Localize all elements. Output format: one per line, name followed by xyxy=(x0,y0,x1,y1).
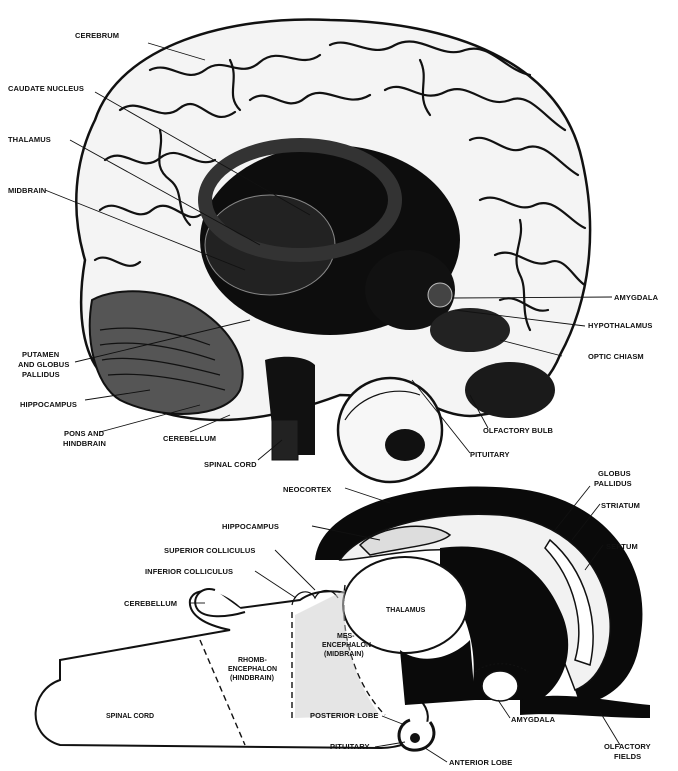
label-spinal-cord-lower: SPINAL CORD xyxy=(106,713,154,720)
amygdala-blob xyxy=(428,283,452,307)
spinal-cord-stub xyxy=(272,420,298,460)
label-rhombencephalon-2: ENCEPHALON xyxy=(228,666,277,673)
label-inferior-colliculus: INFERIOR COLLICULUS xyxy=(145,567,233,576)
label-midbrain: MIDBRAIN xyxy=(8,186,46,195)
optic-chiasm-blob xyxy=(430,308,510,352)
label-mesencephalon-2: ENCEPHALON xyxy=(322,642,371,649)
label-putamen-1: PUTAMEN xyxy=(22,350,59,359)
label-olfactory-fields-2: FIELDS xyxy=(614,752,641,761)
label-thalamus-upper: THALAMUS xyxy=(8,135,51,144)
upper-brain-illustration xyxy=(76,19,590,482)
label-pons-2: HINDBRAIN xyxy=(63,439,106,448)
label-amygdala-upper: AMYGDALA xyxy=(614,293,659,302)
label-putamen-2: AND GLOBUS xyxy=(18,360,69,369)
label-pituitary-lower: PITUITARY xyxy=(330,742,370,751)
amygdala-lower xyxy=(482,671,518,701)
label-optic-chiasm: OPTIC CHIASM xyxy=(588,352,644,361)
label-cerebellum-upper: CEREBELLUM xyxy=(163,434,216,443)
thalamus-oval xyxy=(343,557,467,653)
label-rhombencephalon-1: RHOMB- xyxy=(238,657,267,664)
label-olfactory-fields-1: OLFACTORY xyxy=(604,742,651,751)
label-pituitary-upper: PITUITARY xyxy=(470,450,510,459)
label-caudate-nucleus: CAUDATE NUCLEUS xyxy=(8,84,84,93)
label-pons-1: PONS AND xyxy=(64,429,105,438)
label-anterior-lobe: ANTERIOR LOBE xyxy=(449,758,512,767)
label-spinal-cord-upper: SPINAL CORD xyxy=(204,460,257,469)
label-mesencephalon-3: (MIDBRAIN) xyxy=(324,651,364,658)
label-superior-colliculus: SUPERIOR COLLICULUS xyxy=(164,546,256,555)
label-posterior-lobe: POSTERIOR LOBE xyxy=(310,711,379,720)
label-globus-pallidus-1: GLOBUS xyxy=(598,469,631,478)
olfactory-bulb-blob xyxy=(465,362,555,418)
label-amygdala-lower: AMYGDALA xyxy=(511,715,556,724)
label-striatum: STRIATUM xyxy=(601,501,640,510)
eyeball xyxy=(338,378,442,482)
label-neocortex: NEOCORTEX xyxy=(283,485,331,494)
thalamus-blob xyxy=(205,195,335,295)
label-septum: SEPTUM xyxy=(606,542,638,551)
label-cerebrum: CEREBRUM xyxy=(75,31,119,40)
label-hypothalamus: HYPOTHALAMUS xyxy=(588,321,653,330)
label-globus-pallidus-2: PALLIDUS xyxy=(594,479,632,488)
label-cerebellum-lower: CEREBELLUM xyxy=(124,599,177,608)
label-hippocampus-upper: HIPPOCAMPUS xyxy=(20,400,77,409)
label-thalamus-lower: THALAMUS xyxy=(386,607,426,614)
label-mesencephalon-1: MES- xyxy=(337,633,355,640)
label-olfactory-bulb: OLFACTORY BULB xyxy=(483,426,553,435)
label-hippocampus-lower: HIPPOCAMPUS xyxy=(222,522,279,531)
label-putamen-3: PALLIDUS xyxy=(22,370,60,379)
label-rhombencephalon-3: (HINDBRAIN) xyxy=(230,675,274,682)
eyeball-iris xyxy=(385,429,425,461)
